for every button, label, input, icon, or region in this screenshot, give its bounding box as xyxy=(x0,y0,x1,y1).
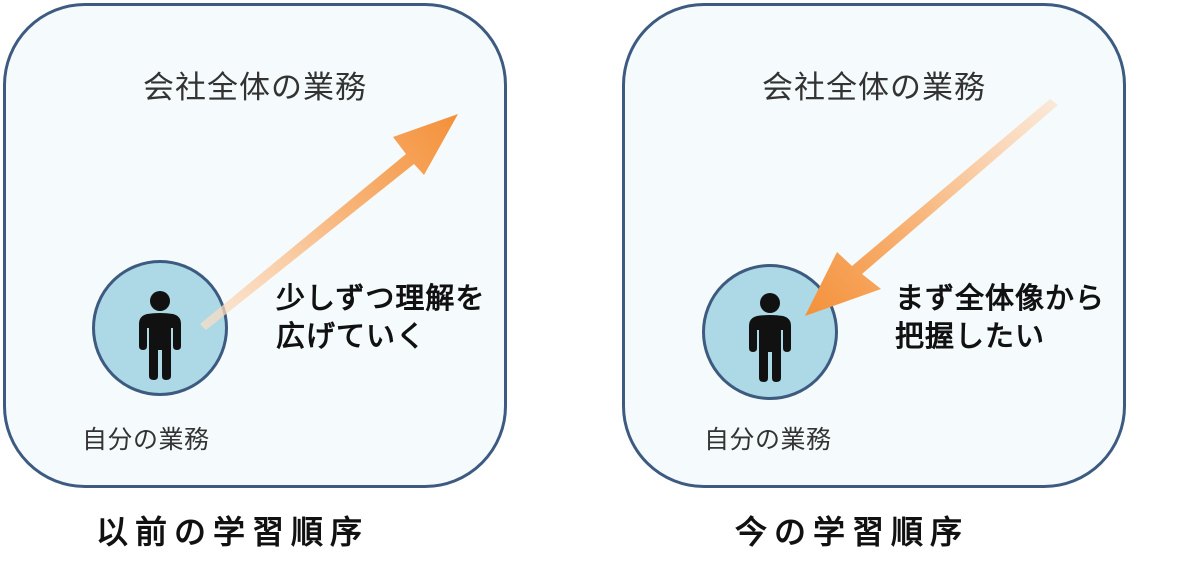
description-line: 少しずつ理解を xyxy=(276,281,486,315)
description-line: まず全体像から xyxy=(895,281,1106,315)
panel-title-company-work: 会社全体の業務 xyxy=(762,70,986,106)
panel-previous-order: 会社全体の業務 xyxy=(3,3,507,488)
description-line: 広げていく xyxy=(276,319,427,353)
caption-current-order: 今の学習順序 xyxy=(735,513,970,551)
panel-current-order: 会社全体の業務 xyxy=(622,3,1126,488)
panel-title-company-work: 会社全体の業務 xyxy=(143,70,367,106)
caption-previous-order: 以前の学習順序 xyxy=(96,513,370,551)
self-work-label: 自分の業務 xyxy=(704,425,832,454)
self-work-label: 自分の業務 xyxy=(82,425,210,454)
person-icon xyxy=(749,293,791,382)
description-line: 把握したい xyxy=(895,319,1046,353)
person-icon xyxy=(139,291,181,380)
